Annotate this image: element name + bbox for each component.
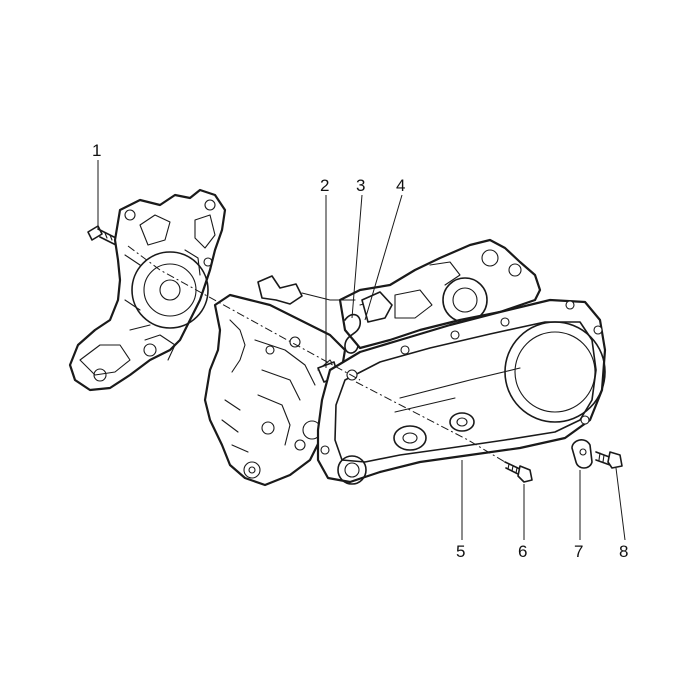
callout-labels: 1 2 3 4 5 6 7 8 xyxy=(92,141,628,561)
axis-lines xyxy=(127,245,506,463)
callout-4: 4 xyxy=(396,176,405,195)
part-3-spring xyxy=(344,313,362,354)
leader-4 xyxy=(364,194,403,321)
part-6-bolt xyxy=(504,461,533,483)
part-4-bracket xyxy=(361,291,393,323)
left-engine-cover xyxy=(68,188,227,392)
leader-3 xyxy=(351,194,363,319)
callout-6: 6 xyxy=(518,542,527,561)
part-7-plate xyxy=(571,439,593,469)
part-8-bolt xyxy=(595,451,623,469)
part-5-transmission-cover xyxy=(316,298,607,485)
leader-lines xyxy=(97,160,626,541)
callout-7: 7 xyxy=(574,542,583,561)
crankcase xyxy=(203,293,347,487)
callout-5: 5 xyxy=(456,542,465,561)
leader-8 xyxy=(615,467,626,541)
callout-3: 3 xyxy=(356,176,365,195)
callout-1: 1 xyxy=(92,141,101,160)
wire-connector xyxy=(257,275,356,305)
callout-2: 2 xyxy=(320,176,329,195)
part-1-bolt xyxy=(87,225,129,251)
callout-8: 8 xyxy=(619,542,628,561)
